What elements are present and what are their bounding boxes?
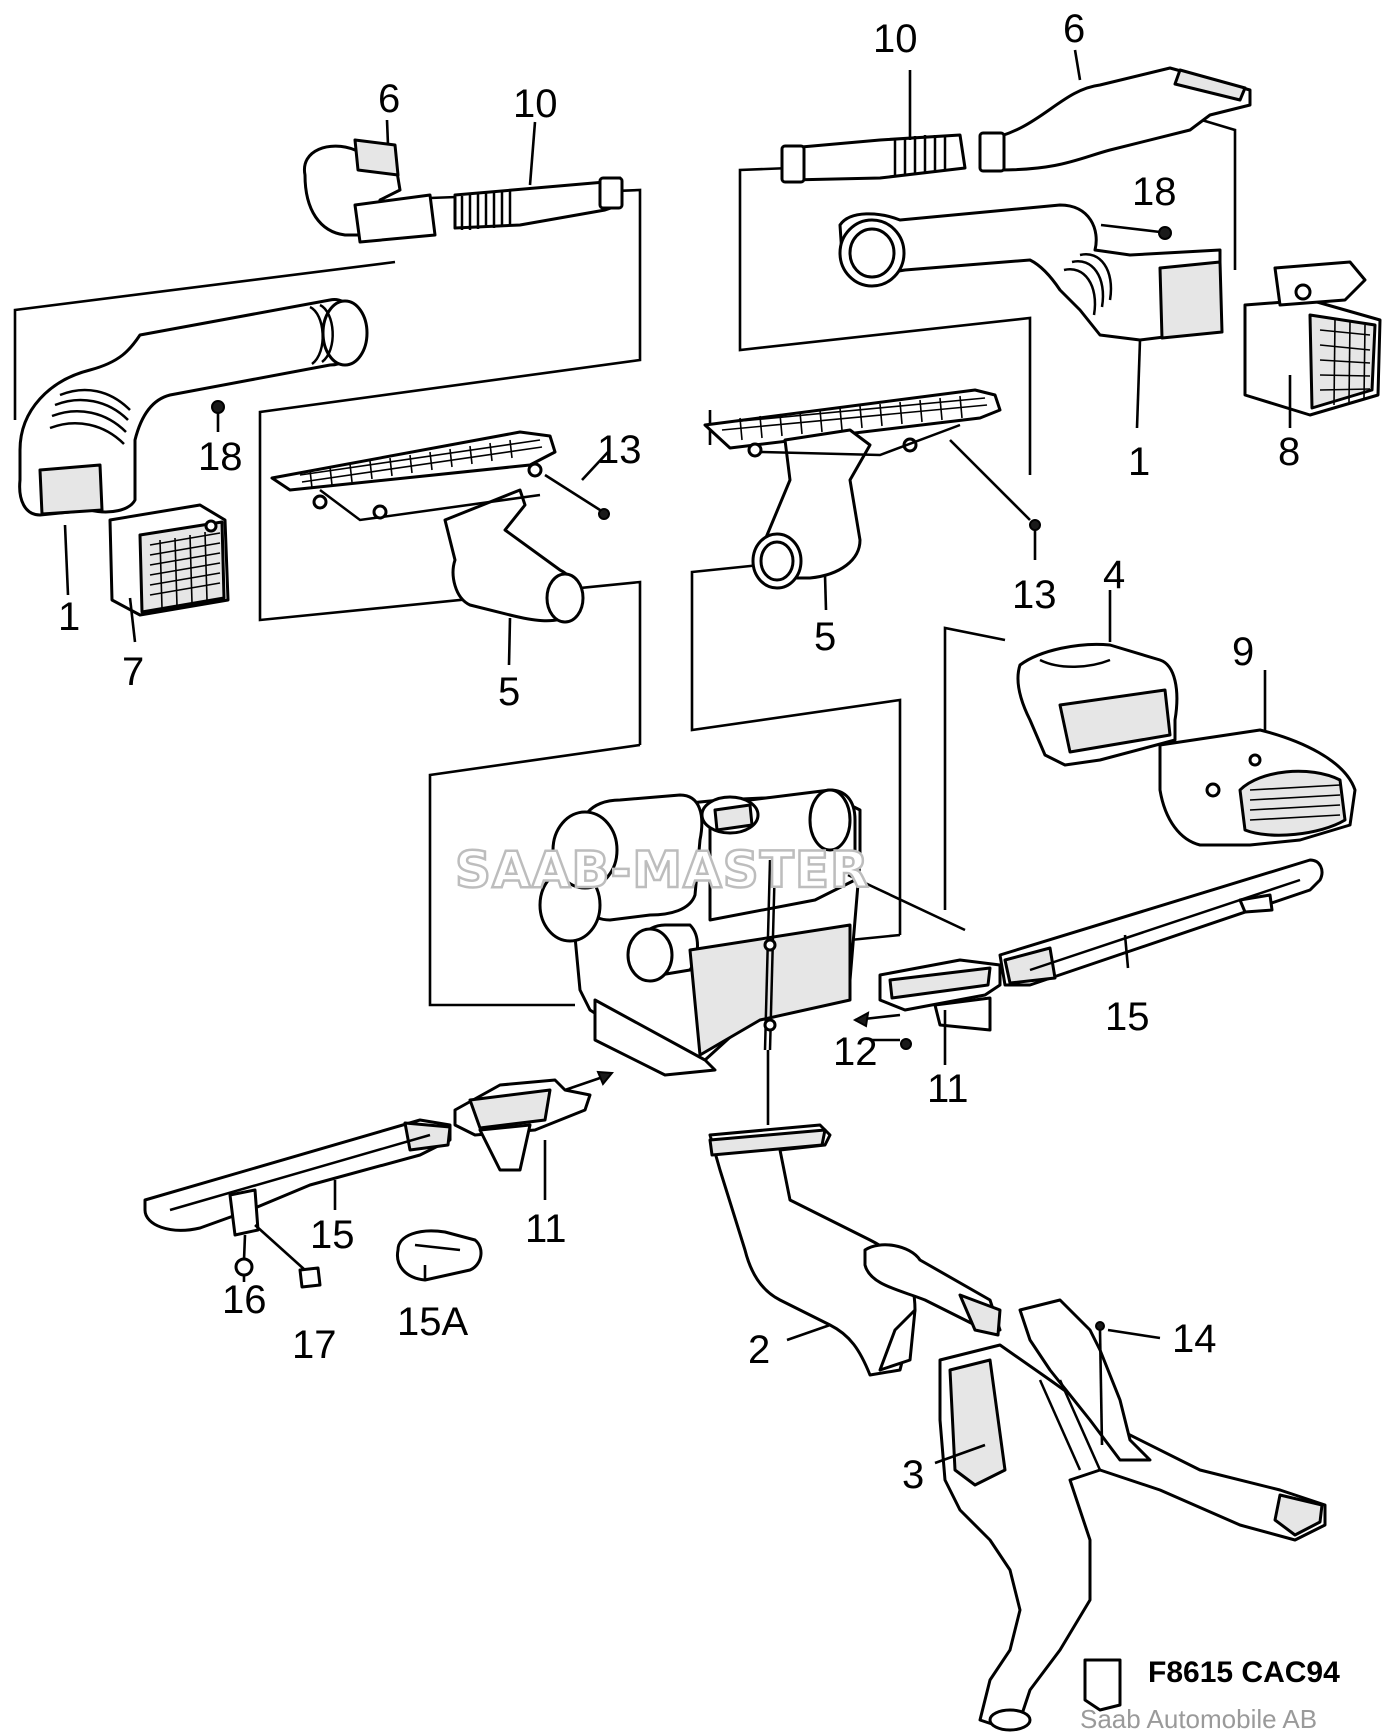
callout-5-right: 5 xyxy=(814,615,836,659)
callout-13-left: 13 xyxy=(597,428,642,472)
callout-7: 7 xyxy=(122,650,144,694)
callout-16: 16 xyxy=(222,1278,267,1322)
watermark-text: SAAB-MASTER xyxy=(455,841,870,899)
callout-6-left: 6 xyxy=(378,77,400,121)
left-side-duct-assembly xyxy=(18,138,624,617)
callout-14: 14 xyxy=(1172,1317,1217,1361)
drawing-code: F8615 CAC94 xyxy=(1148,1656,1340,1689)
control-sliders xyxy=(143,858,1324,1289)
callout-10-right: 10 xyxy=(873,17,918,61)
callout-1-left: 1 xyxy=(58,595,80,639)
callout-labels: 1 7 18 6 10 13 5 10 6 18 1 8 13 5 4 9 15… xyxy=(58,7,1300,1497)
callout-11-left: 11 xyxy=(525,1207,567,1251)
copyright-notice: Saab Automobile AB xyxy=(1080,1704,1317,1734)
callout-12: 12 xyxy=(833,1030,878,1074)
callout-leader-lines xyxy=(63,49,1292,1465)
centre-vents xyxy=(1016,642,1357,847)
defroster-nozzles xyxy=(270,388,1041,624)
callout-18-left: 18 xyxy=(198,435,243,479)
distribution-housing xyxy=(538,788,966,1125)
callout-4: 4 xyxy=(1103,553,1125,597)
callout-2: 2 xyxy=(748,1328,770,1372)
callout-15-right: 15 xyxy=(1105,995,1150,1039)
callout-3: 3 xyxy=(902,1453,924,1497)
callout-10-left: 10 xyxy=(513,82,558,126)
assembly-frame-lines xyxy=(13,116,1237,1007)
callout-18-right: 18 xyxy=(1132,170,1177,214)
callout-1-right: 1 xyxy=(1128,440,1150,484)
callout-6-right: 6 xyxy=(1063,7,1085,51)
callout-15-left: 15 xyxy=(310,1213,355,1257)
callout-8: 8 xyxy=(1278,430,1300,474)
callout-13-right: 13 xyxy=(1012,573,1057,617)
callout-5-left: 5 xyxy=(498,670,520,714)
floor-ducts xyxy=(708,1123,1327,1732)
callout-9: 9 xyxy=(1232,630,1254,674)
right-side-duct-assembly xyxy=(780,66,1382,417)
callout-15a: 15A xyxy=(397,1300,468,1344)
callout-17: 17 xyxy=(292,1323,337,1367)
callout-11-right: 11 xyxy=(927,1067,969,1111)
